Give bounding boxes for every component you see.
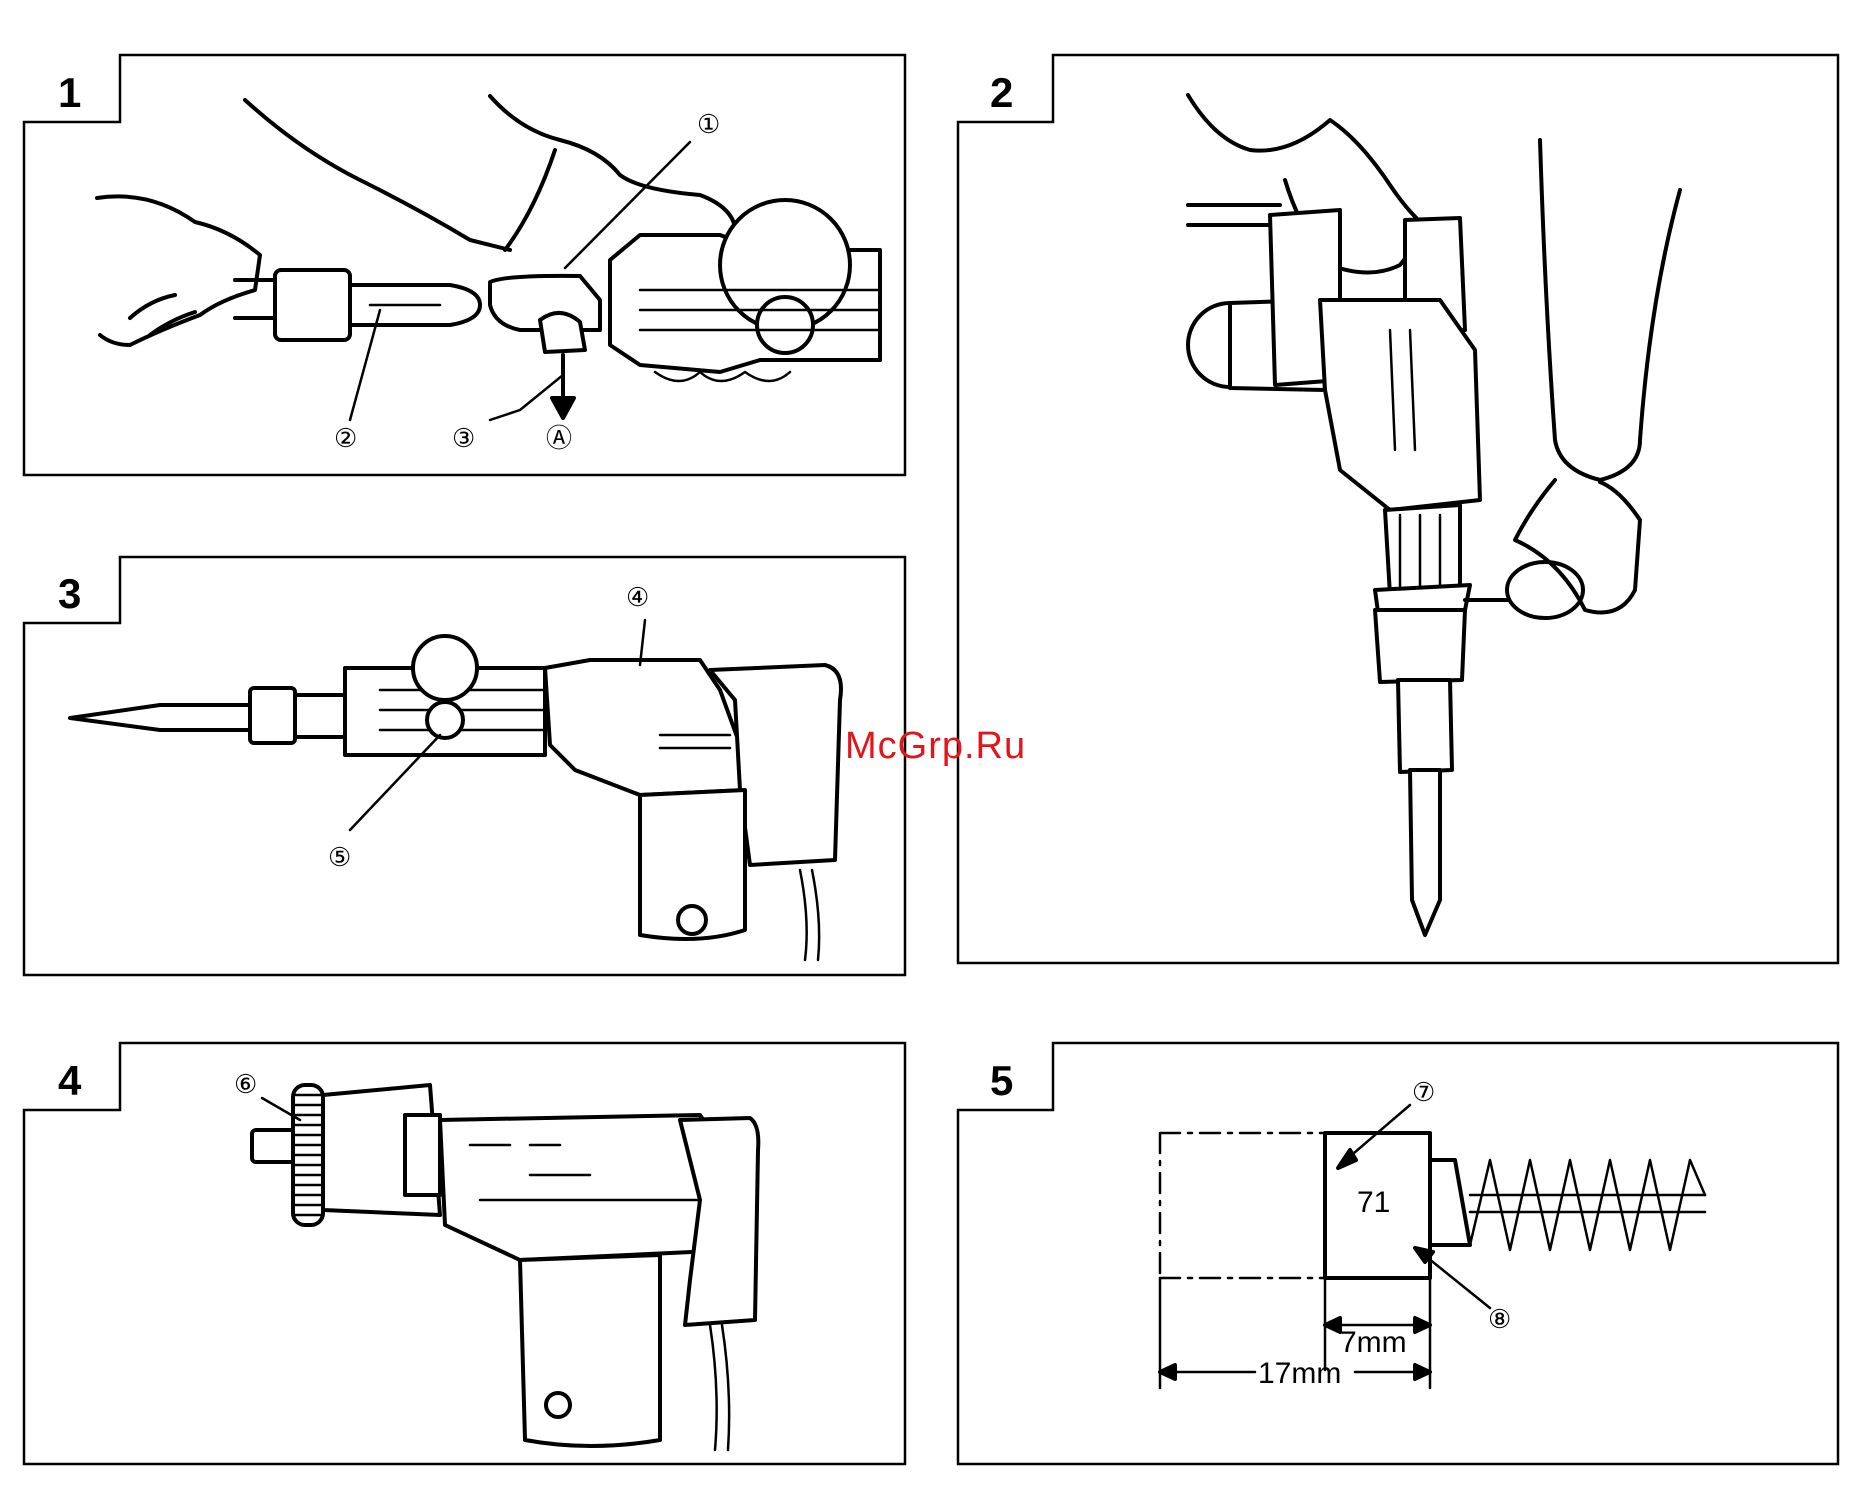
callout-5: ⑤ bbox=[328, 842, 351, 872]
bit-insertion-illustration bbox=[97, 96, 880, 420]
brush-spring bbox=[1470, 1160, 1705, 1250]
figure-3-number: 3 bbox=[58, 570, 81, 617]
dimension-7mm: 7mm bbox=[1340, 1326, 1407, 1359]
gear-housing bbox=[545, 660, 745, 795]
callout-a: Ⓐ bbox=[546, 423, 572, 453]
figure-4-frame bbox=[24, 1043, 905, 1464]
side-handle-bolt bbox=[427, 702, 463, 738]
callout-6: ⑥ bbox=[234, 1069, 257, 1099]
figure-4-number: 4 bbox=[58, 1057, 82, 1104]
motor-housing bbox=[520, 1255, 660, 1446]
bull-point-bit bbox=[70, 705, 250, 730]
tool-side-view-illustration bbox=[70, 620, 841, 960]
chisel-bit bbox=[1410, 770, 1440, 935]
bit-collar bbox=[275, 270, 350, 340]
callout-7: ⑦ bbox=[1412, 1077, 1435, 1107]
callout-1: ① bbox=[697, 109, 720, 139]
brush-cap-illustration bbox=[252, 1085, 758, 1450]
grip-knob bbox=[413, 636, 477, 700]
figure-5: 5 71 7mm 17mm ⑦ ⑧ bbox=[958, 1043, 1838, 1464]
callout-8: ⑧ bbox=[1488, 1304, 1511, 1334]
callout-4: ④ bbox=[626, 582, 649, 612]
watermark-text: McGrp.Ru bbox=[845, 725, 1026, 768]
chuck-release-sleeve bbox=[540, 313, 585, 352]
chuck bbox=[1398, 680, 1452, 772]
carbon-brush-diagram bbox=[1160, 1105, 1705, 1388]
side-handle-clamp bbox=[1375, 585, 1470, 612]
figure-2: 2 bbox=[958, 55, 1838, 963]
figure-1: 1 bbox=[24, 55, 905, 475]
tool-barrel bbox=[1385, 505, 1460, 595]
figure-4: 4 ⑥ bbox=[24, 1043, 905, 1464]
vertical-chiseling-illustration bbox=[1188, 95, 1680, 935]
brush-insulator bbox=[1430, 1160, 1470, 1245]
figure-5-number: 5 bbox=[990, 1057, 1013, 1104]
figure-2-number: 2 bbox=[990, 69, 1013, 116]
callout-2: ② bbox=[334, 423, 357, 453]
tool-body bbox=[1320, 300, 1480, 510]
callout-3: ③ bbox=[452, 423, 475, 453]
dimension-17mm: 17mm bbox=[1258, 1357, 1341, 1390]
figure-1-number: 1 bbox=[58, 69, 81, 116]
figure-3: 3 ④ ⑤ bbox=[24, 557, 905, 975]
brush-number-label: 71 bbox=[1357, 1186, 1390, 1219]
